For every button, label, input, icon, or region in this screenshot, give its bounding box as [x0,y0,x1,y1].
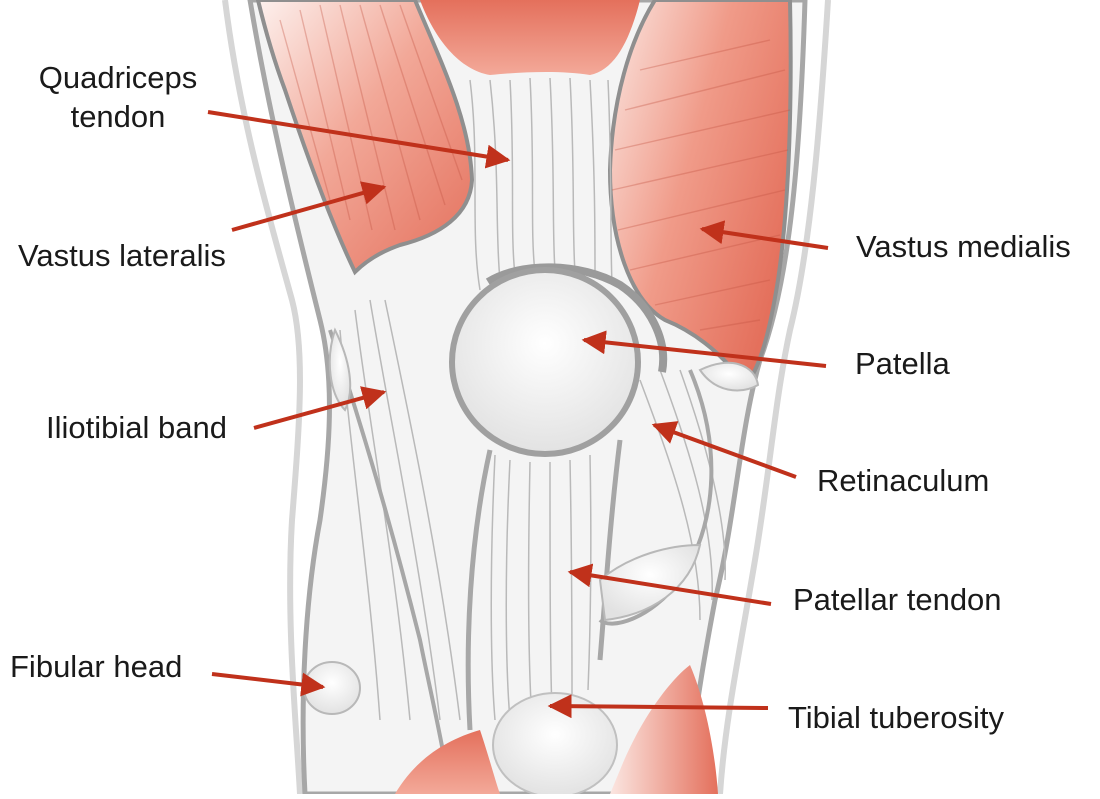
label-patella: Patella [855,346,950,381]
muscle-fibers [279,4,791,331]
arrow-fibular-head [211,672,326,697]
tibialis-anterior-muscle [610,665,718,794]
label-quadriceps-tendon: Quadriceps tendon [20,58,216,136]
lateral-condyle [328,327,352,412]
medial-condyle [698,361,760,392]
label-tibial-tuberosity: Tibial tuberosity [788,700,1004,735]
label-iliotibial-band: Iliotibial band [46,410,227,445]
arrow-patellar-tendon [567,563,772,606]
label-fibular-head: Fibular head [10,649,183,684]
label-quadriceps-tendon-line2: tendon [70,99,166,134]
label-vastus-lateralis: Vastus lateralis [18,238,226,273]
arrow-retinaculum [651,421,797,479]
arrow-vastus-medialis [699,220,829,250]
arrow-vastus-lateralis [231,181,387,232]
rectus-femoris-muscle [420,0,640,75]
label-vastus-medialis: Vastus medialis [856,229,1071,264]
arrow-quadriceps-tendon [207,110,511,169]
vastus-medialis-muscle [607,0,793,389]
patella-bone [449,267,641,457]
pointer-arrows [207,110,829,719]
label-patellar-tendon: Patellar tendon [793,582,1002,617]
patellar-tendon-outline [465,439,623,731]
label-retinaculum: Retinaculum [817,463,990,498]
label-quadriceps-tendon-line1: Quadriceps [38,60,198,95]
arrow-tibial-tuberosity [547,694,769,719]
iliotibial-band-outline [328,329,452,791]
arrow-patella [581,330,827,368]
fibular-head-bone [303,661,361,715]
tibial-condyle [598,543,702,622]
lateral-lower-muscle [395,730,500,794]
arrow-iliotibial-band [253,386,387,430]
leg-outline [222,0,831,795]
